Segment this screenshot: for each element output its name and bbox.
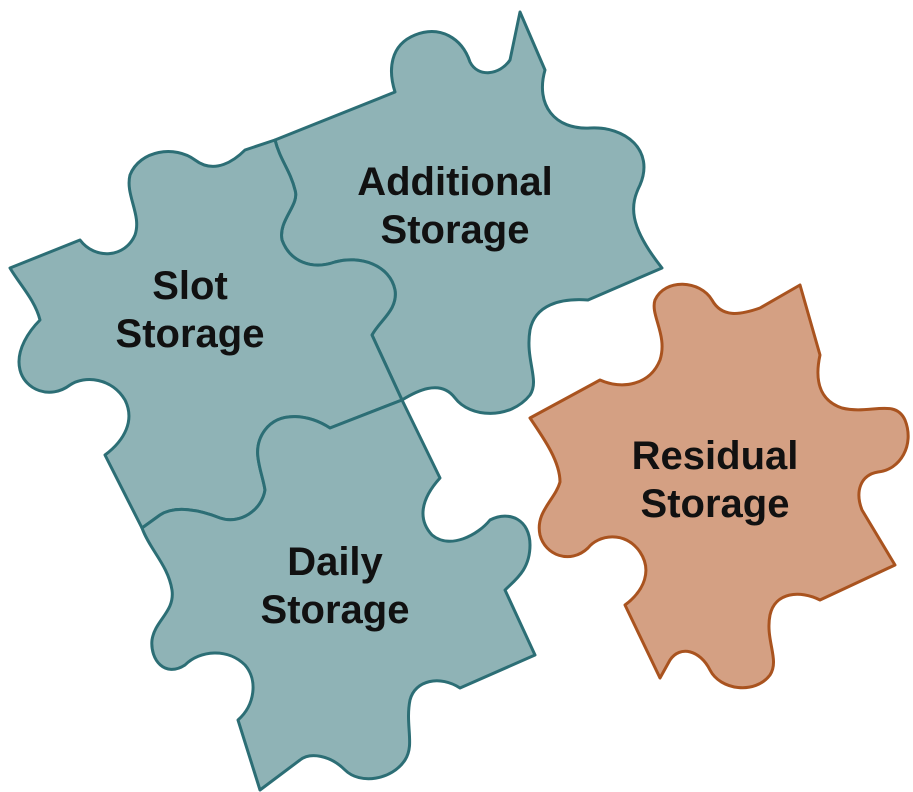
daily-storage-piece xyxy=(140,398,537,792)
slot-storage-label: Slot Storage xyxy=(100,262,280,358)
slot-storage-line2: Storage xyxy=(115,312,265,356)
residual-storage-piece xyxy=(528,282,910,690)
daily-storage-label: Daily Storage xyxy=(240,538,430,634)
residual-storage-line2: Storage xyxy=(640,482,790,526)
additional-storage-line2: Storage xyxy=(380,208,530,252)
slot-storage-piece xyxy=(8,138,404,530)
additional-storage-label: Additional Storage xyxy=(335,158,575,254)
slot-storage-line1: Slot xyxy=(152,264,228,308)
residual-storage-line1: Residual xyxy=(631,434,799,478)
daily-storage-line2: Storage xyxy=(260,588,410,632)
daily-storage-line1: Daily xyxy=(287,540,383,584)
additional-storage-line1: Additional xyxy=(357,160,553,204)
residual-storage-label: Residual Storage xyxy=(610,432,820,528)
